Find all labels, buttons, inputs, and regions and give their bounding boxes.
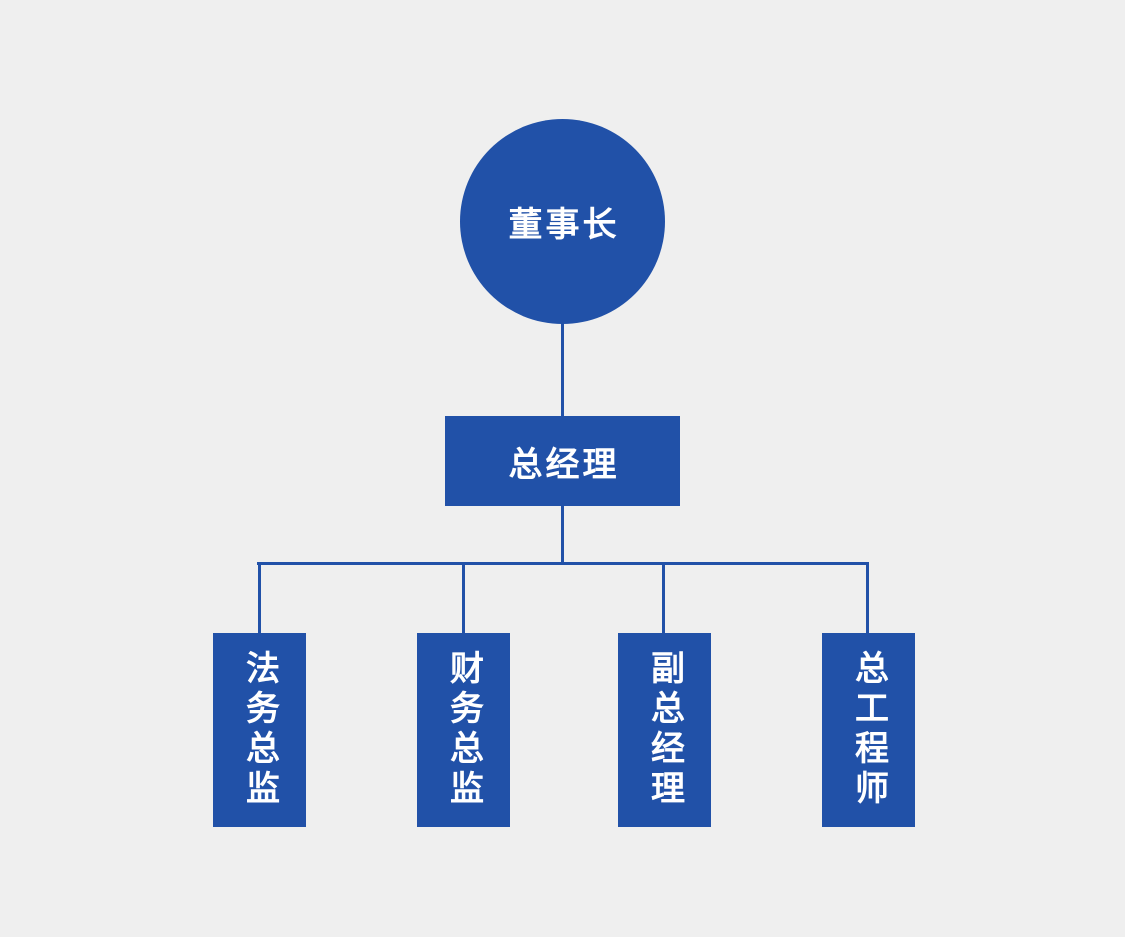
org-node-finance-director-label: 财务总监 bbox=[444, 650, 483, 810]
org-node-legal-director-label: 法务总监 bbox=[240, 650, 279, 810]
org-node-chairman-label: 董事长 bbox=[508, 206, 620, 244]
org-node-finance-director: 财务总监 bbox=[417, 633, 510, 827]
connector-branch-chief-engineer bbox=[866, 562, 869, 633]
connector-gm-bus bbox=[561, 506, 564, 564]
connector-chairman-gm bbox=[561, 323, 564, 416]
connector-branch-finance-director bbox=[462, 562, 465, 633]
org-node-deputy-general-manager-label: 副总经理 bbox=[645, 650, 684, 810]
org-node-general-manager: 总经理 bbox=[445, 416, 680, 506]
org-node-deputy-general-manager: 副总经理 bbox=[618, 633, 711, 827]
connector-bus-horizontal bbox=[257, 562, 869, 565]
org-node-chief-engineer: 总工程师 bbox=[822, 633, 915, 827]
connector-branch-legal-director bbox=[258, 562, 261, 633]
org-node-chairman: 董事长 bbox=[460, 119, 665, 324]
org-node-chief-engineer-label: 总工程师 bbox=[849, 650, 888, 810]
org-node-general-manager-label: 总经理 bbox=[508, 445, 620, 484]
org-node-legal-director: 法务总监 bbox=[213, 633, 306, 827]
connector-branch-deputy-gm bbox=[662, 562, 665, 633]
